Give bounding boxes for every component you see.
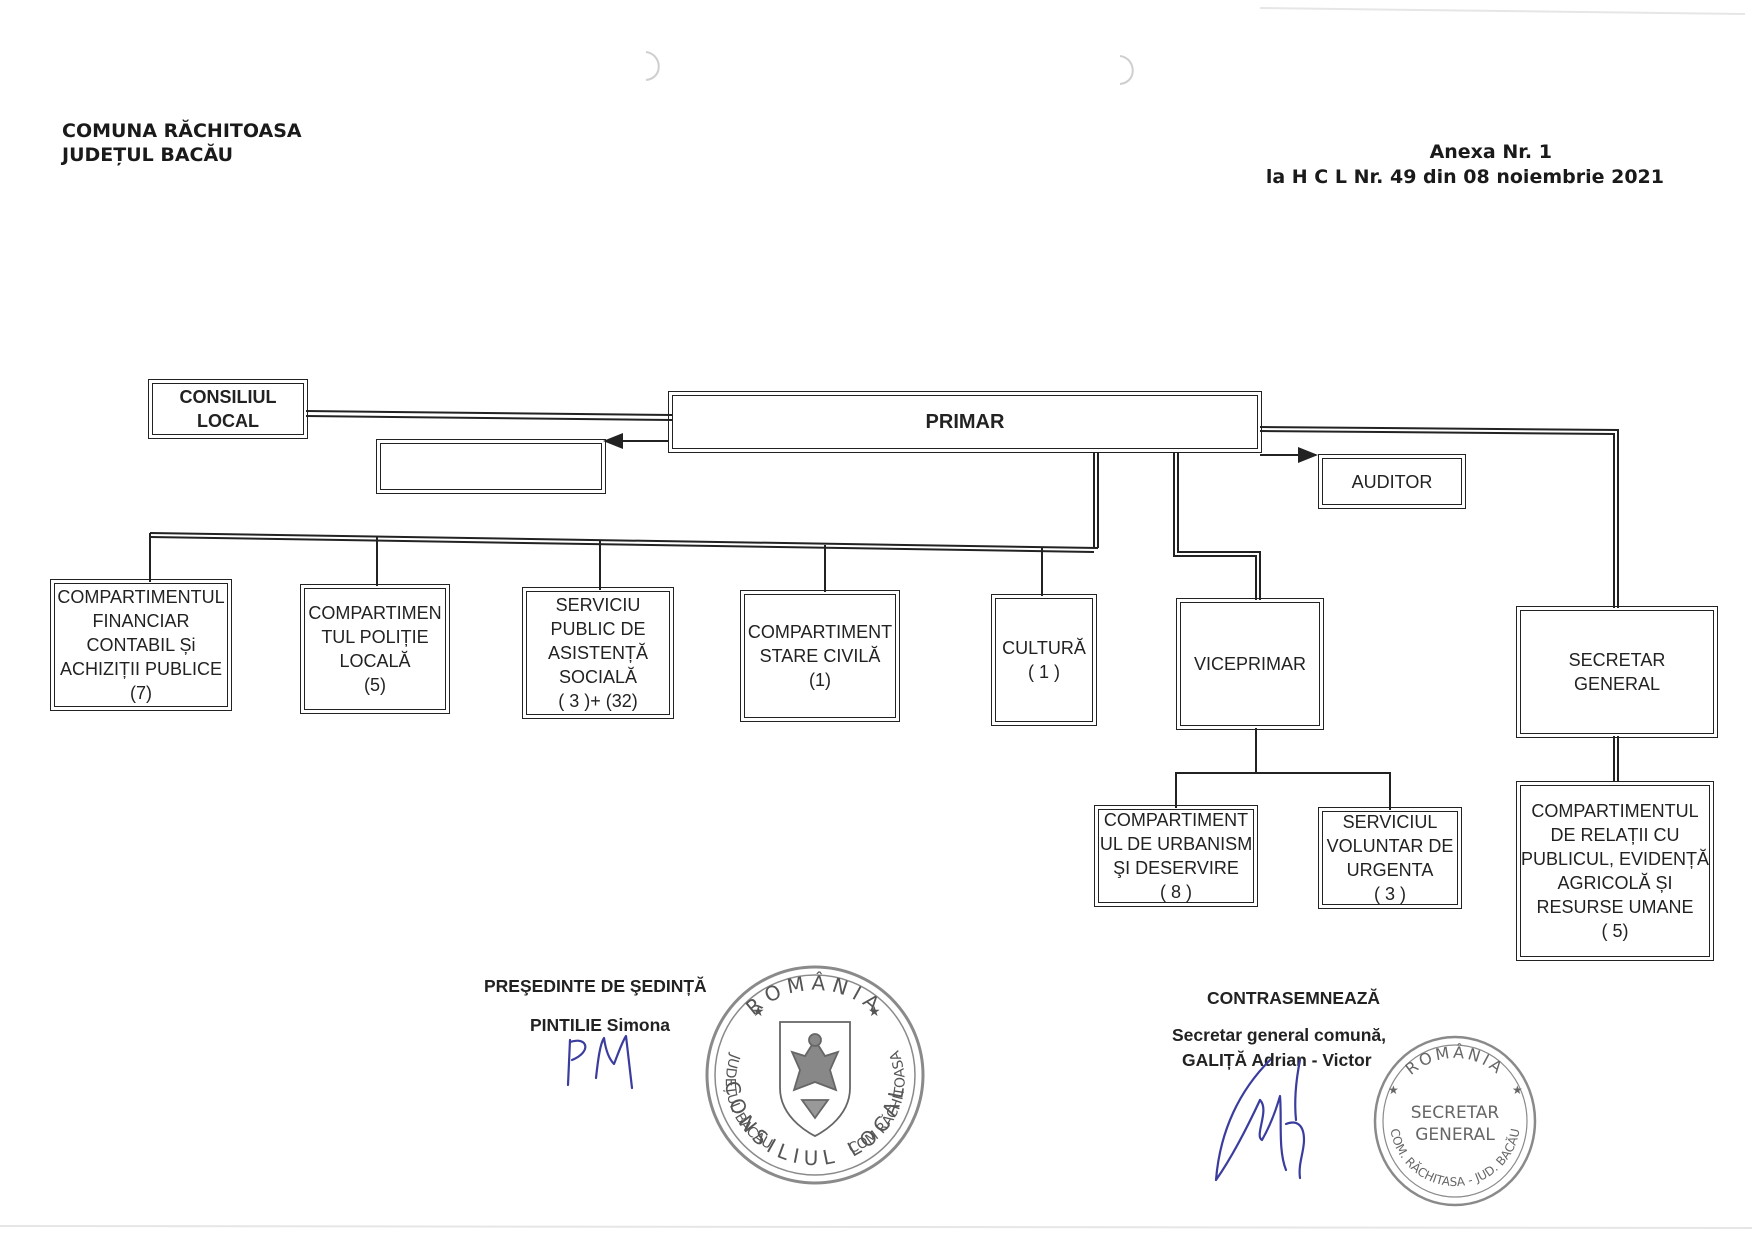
auditor-box: AUDITOR xyxy=(1318,454,1466,509)
secretary-name: GALIȚĂ Adrian - Victor xyxy=(1182,1050,1372,1070)
vice-mayor-box: VICEPRIMAR xyxy=(1176,598,1324,730)
secretary-signature xyxy=(1214,1058,1306,1182)
svg-text:★: ★ xyxy=(1388,1083,1399,1097)
unit-public-relations: COMPARTIMENTUL DE RELAȚII CU PUBLICUL, E… xyxy=(1516,781,1714,961)
department-social-assistance: SERVICIU PUBLIC DE ASISTENȚĂ SOCIALĂ ( 3… xyxy=(522,587,674,719)
department-culture: CULTURĂ ( 1 ) xyxy=(991,594,1097,726)
auditor-label: AUDITOR xyxy=(1351,471,1433,492)
council-box: CONSILIUL LOCAL xyxy=(148,379,308,439)
department-line: COMPARTIMENTUL xyxy=(57,587,225,607)
chairperson-title: PREŞEDINTE DE ŞEDINȚĂ xyxy=(484,976,707,996)
department-local-police: COMPARTIMEN TUL POLIȚIE LOCALĂ (5) xyxy=(300,584,450,714)
empty-box xyxy=(376,439,606,494)
countersign-title: CONTRASEMNEAZĂ xyxy=(1207,988,1381,1008)
decision-reference: la H C L Nr. 49 din 08 noiembrie 2021 xyxy=(1265,166,1664,188)
county-name: JUDEȚUL BACĂU xyxy=(62,144,234,166)
secretary-role: Secretar general comună, xyxy=(1172,1025,1386,1045)
department-line: LOCALĂ xyxy=(339,651,411,671)
department-line: PUBLIC DE xyxy=(550,619,646,639)
unit-count: ( 3 ) xyxy=(1373,884,1406,904)
department-count: (5) xyxy=(364,675,386,695)
svg-text:★: ★ xyxy=(1512,1083,1523,1097)
department-line: COMPARTIMENT xyxy=(747,622,893,642)
department-count: ( 1 ) xyxy=(1027,662,1060,682)
unit-line: RESURSE UMANE xyxy=(1536,897,1694,917)
coat-of-arms-icon xyxy=(779,1021,851,1137)
department-line: SERVICIU xyxy=(555,595,641,615)
stamp2-center-line2: GENERAL xyxy=(1415,1125,1495,1145)
department-financial: COMPARTIMENTUL FINANCIAR CONTABIL Și ACH… xyxy=(50,579,232,711)
department-line: SOCIALĂ xyxy=(558,667,638,687)
secretary-label-line2: GENERAL xyxy=(1573,674,1661,694)
department-line: CONTABIL Și xyxy=(86,635,196,655)
unit-line: PUBLICUL, EVIDENȚĂ xyxy=(1520,849,1710,869)
mayor-box: PRIMAR xyxy=(668,391,1262,453)
secretary-label-line1: SECRETAR xyxy=(1568,650,1666,670)
department-count: (7) xyxy=(130,683,152,703)
scan-hole-mark xyxy=(1119,55,1134,85)
department-line: COMPARTIMEN xyxy=(308,603,442,623)
unit-voluntary-emergency: SERVICIUL VOLUNTAR DE URGENTA ( 3 ) xyxy=(1318,807,1462,909)
unit-count: ( 8 ) xyxy=(1159,882,1192,902)
council-label-line2: LOCAL xyxy=(197,411,259,431)
chairperson-signature xyxy=(566,1034,634,1090)
council-stamp: ROMÂNIA CONSILIUL LOCAL JUDEȚUL BACĂU CO… xyxy=(705,965,925,1185)
department-line: FINANCIAR xyxy=(92,611,190,631)
unit-urbanism: COMPARTIMENT UL DE URBANISM ŞI DESERVIRE… xyxy=(1094,805,1258,907)
unit-line: AGRICOLĂ ȘI xyxy=(1557,873,1673,893)
unit-line: COMPARTIMENT xyxy=(1103,810,1249,830)
department-count: (1) xyxy=(809,670,831,690)
department-civil-status: COMPARTIMENT STARE CIVILĂ (1) xyxy=(740,590,900,722)
svg-text:★: ★ xyxy=(868,1004,881,1020)
department-line: CULTURĂ xyxy=(1002,638,1086,658)
department-line: ASISTENȚĂ xyxy=(547,643,649,663)
unit-line: ŞI DESERVIRE xyxy=(1113,858,1239,878)
secretary-stamp: ROMÂNIA COM. RĂCHITASA - JUD. BACĂU SECR… xyxy=(1373,1035,1537,1207)
annex-number: Anexa Nr. 1 xyxy=(1429,141,1552,163)
secretary-general-box: SECRETAR GENERAL xyxy=(1516,606,1718,738)
unit-line: DE RELAȚII CU xyxy=(1550,825,1680,845)
department-line: ACHIZIȚII PUBLICE xyxy=(59,659,223,679)
unit-line: COMPARTIMENTUL xyxy=(1531,801,1699,821)
unit-line: UL DE URBANISM xyxy=(1099,834,1253,854)
unit-line: URGENTA xyxy=(1346,860,1434,880)
department-line: TUL POLIȚIE xyxy=(321,627,429,647)
unit-count: ( 5) xyxy=(1601,921,1629,941)
mayor-label: PRIMAR xyxy=(925,411,1005,433)
chairperson-name: PINTILIE Simona xyxy=(530,1015,671,1035)
commune-name: COMUNA RĂCHITOASA xyxy=(62,120,302,142)
vice-mayor-label: VICEPRIMAR xyxy=(1193,654,1307,674)
unit-line: SERVICIUL xyxy=(1342,812,1438,832)
unit-line: VOLUNTAR DE xyxy=(1326,836,1454,856)
stamp2-center-line1: SECRETAR xyxy=(1411,1103,1500,1123)
council-label-line1: CONSILIUL xyxy=(179,387,277,407)
department-line: STARE CIVILĂ xyxy=(759,646,881,666)
svg-text:★: ★ xyxy=(752,1004,765,1020)
scan-hole-mark xyxy=(645,51,660,81)
department-count: ( 3 )+ (32) xyxy=(558,691,638,711)
